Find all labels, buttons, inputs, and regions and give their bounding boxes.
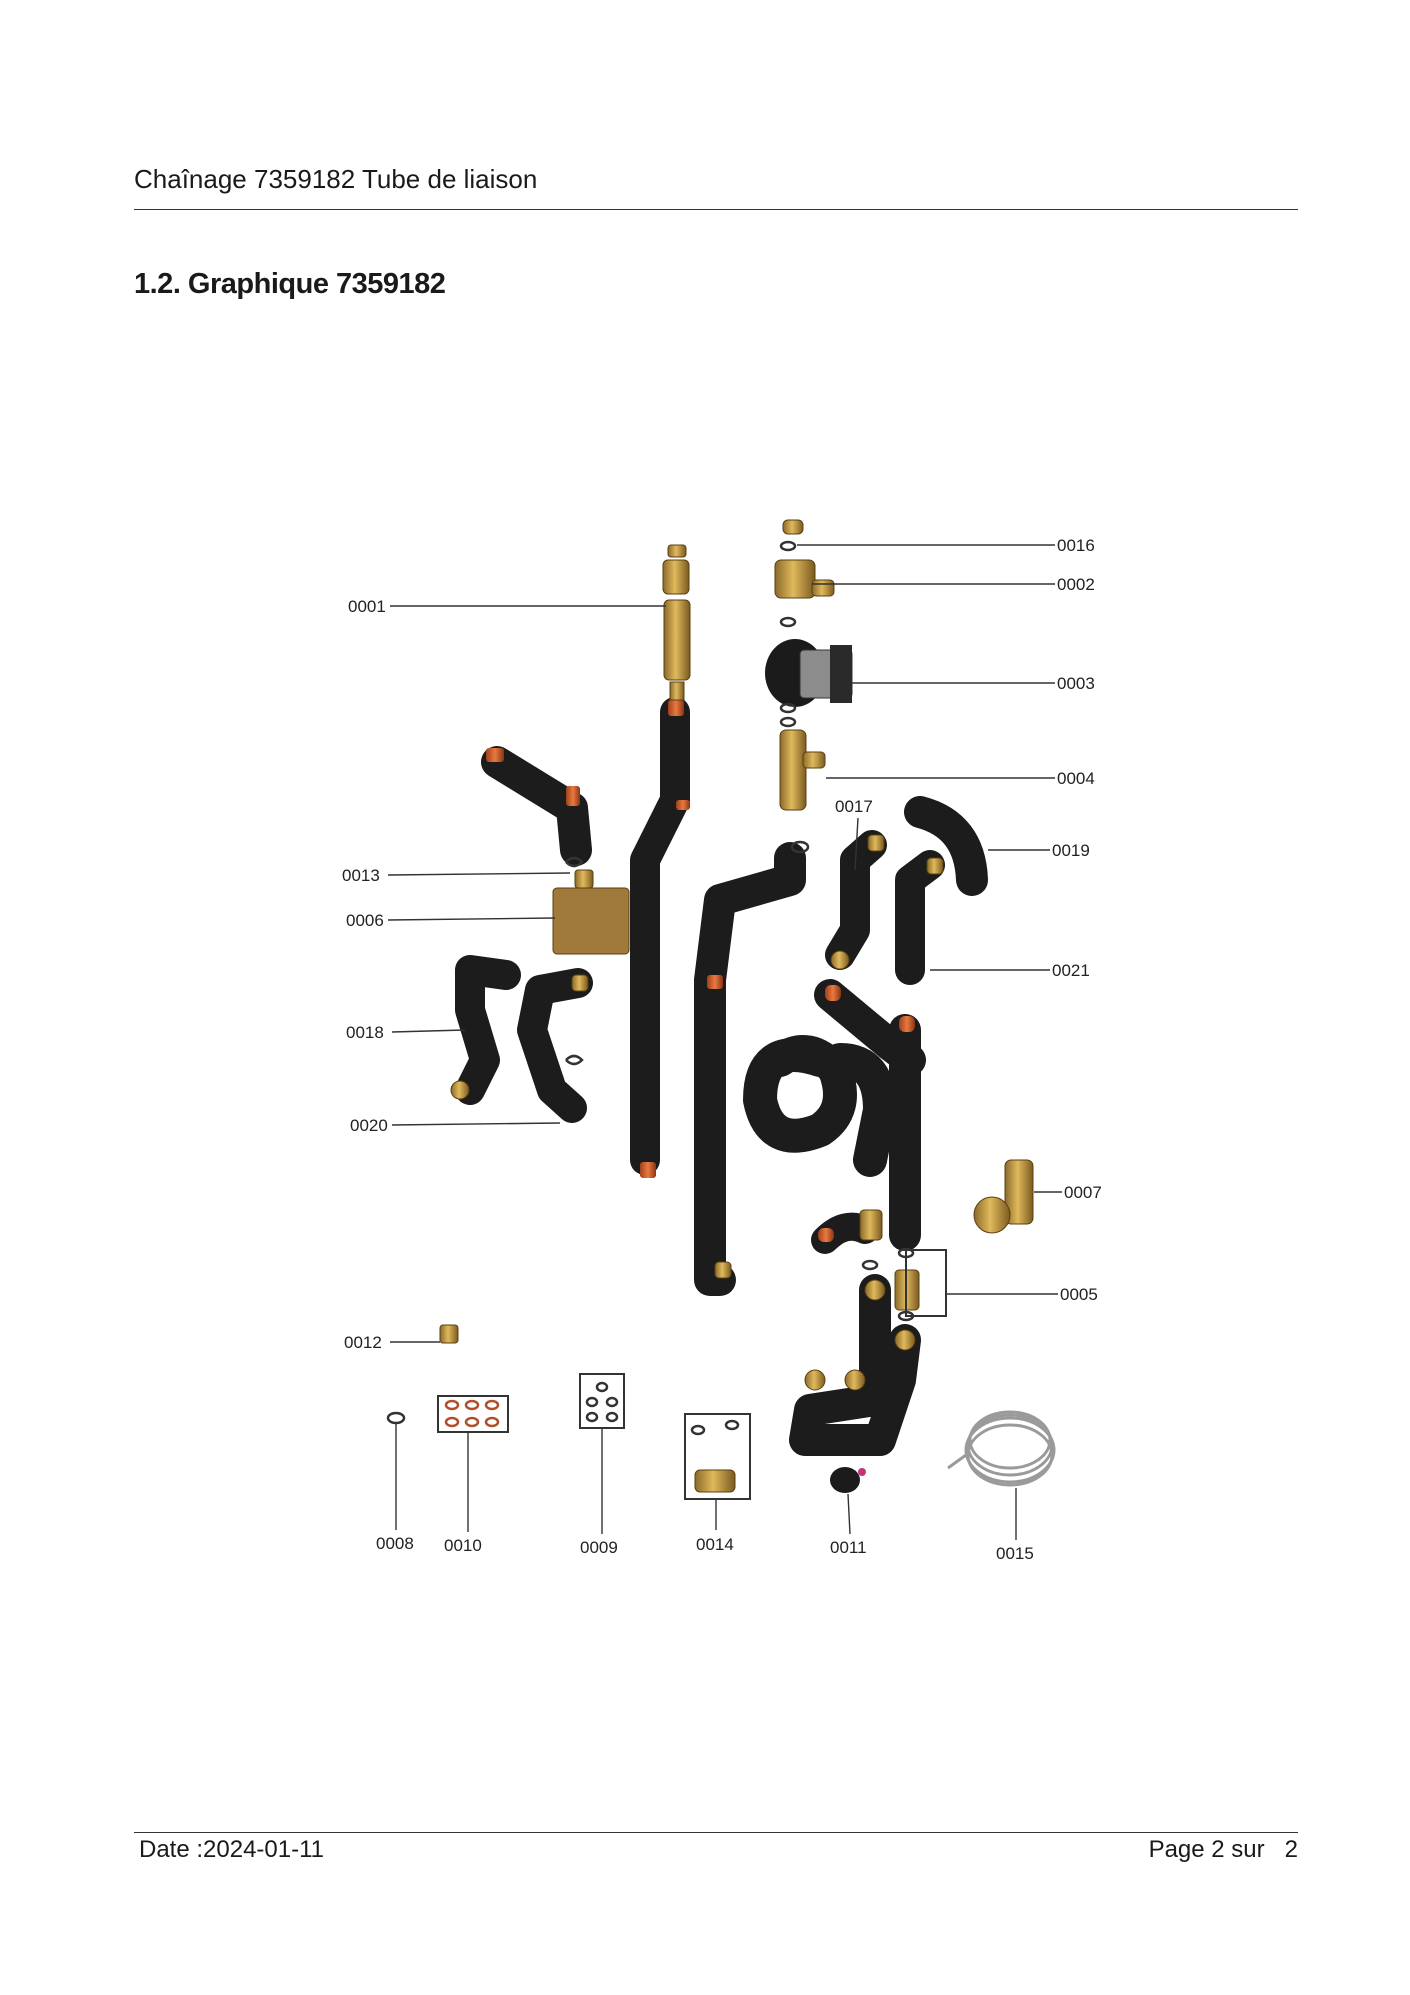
callout-0006: 0006 xyxy=(346,911,384,930)
callout-0003: 0003 xyxy=(1057,674,1095,693)
kit-contents xyxy=(444,1381,740,1436)
seals-and-clips xyxy=(386,540,915,1425)
kit-box-0010 xyxy=(437,1395,509,1433)
callout-0010: 0010 xyxy=(444,1536,482,1555)
callout-0021: 0021 xyxy=(1052,961,1090,980)
callout-labels: 0001 0002 0003 0004 0005 0006 0007 0008 … xyxy=(342,536,1102,1563)
callout-0013: 0013 xyxy=(342,866,380,885)
kit-boxes xyxy=(437,1249,947,1500)
insulated-pipes xyxy=(455,697,988,1456)
hose-coil xyxy=(947,1410,1056,1487)
callout-0016: 0016 xyxy=(1057,536,1095,555)
callout-0019: 0019 xyxy=(1052,841,1090,860)
callout-0008: 0008 xyxy=(376,1534,414,1553)
callout-0002: 0002 xyxy=(1057,575,1095,594)
callout-0020: 0020 xyxy=(350,1116,388,1135)
callout-0005: 0005 xyxy=(1060,1285,1098,1304)
leader-lines xyxy=(387,544,1062,1540)
callout-0007: 0007 xyxy=(1064,1183,1102,1202)
callout-0018: 0018 xyxy=(346,1023,384,1042)
callout-0004: 0004 xyxy=(1057,769,1095,788)
document-header-title: Chaînage 7359182 Tube de liaison xyxy=(134,164,538,194)
copper-pipe-ends xyxy=(486,700,915,1242)
callout-0017: 0017 xyxy=(835,797,873,816)
callout-0015: 0015 xyxy=(996,1544,1034,1563)
bracket-0005 xyxy=(905,1249,947,1317)
callout-0014: 0014 xyxy=(696,1535,734,1554)
footer-page-number: Page 2 sur 2 xyxy=(1148,1836,1298,1863)
section-heading: 1.2. Graphique 7359182 xyxy=(134,268,446,300)
pump-assembly xyxy=(765,639,853,707)
callout-0009: 0009 xyxy=(580,1538,618,1557)
kit-box-0014 xyxy=(684,1413,751,1500)
callout-0012: 0012 xyxy=(344,1333,382,1352)
footer-date: Date :2024-01-11 xyxy=(139,1836,325,1863)
callout-0011: 0011 xyxy=(830,1538,867,1557)
header-divider xyxy=(134,209,1298,210)
footer-divider xyxy=(134,1832,1298,1833)
callout-0001: 0001 xyxy=(348,597,386,616)
brass-fittings xyxy=(439,519,1034,1493)
grommet-part xyxy=(830,1467,866,1493)
